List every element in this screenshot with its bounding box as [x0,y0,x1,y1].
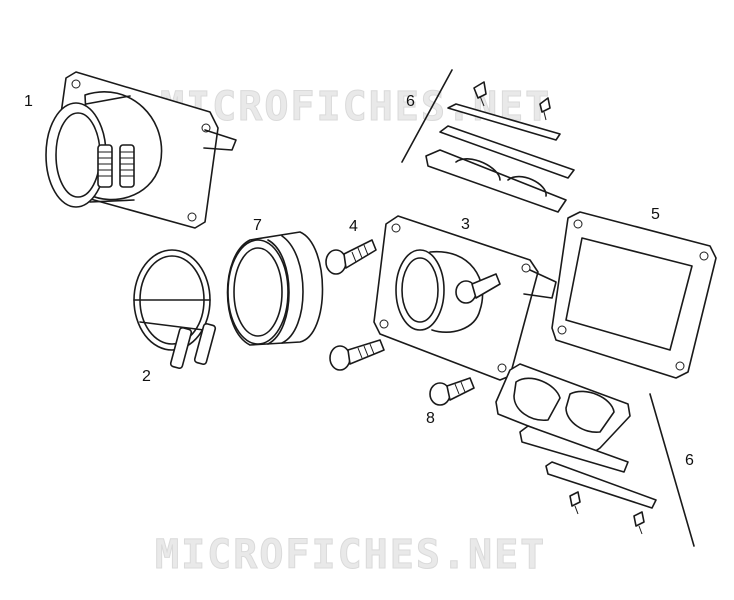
callout-3: 3 [461,216,470,233]
watermark-bottom: MICROFICHES.NET [155,532,546,578]
part-8-bolt [429,377,475,406]
callout-6-top: 6 [406,93,415,110]
part-2-hose-clamp [133,249,217,369]
part-4-bolt [325,239,377,275]
callout-1: 1 [24,93,33,110]
callout-4: 4 [349,218,358,235]
callout-2: 2 [142,368,151,385]
callout-6-bottom: 6 [685,452,694,469]
watermark-top: MICROFICHES.NET [160,84,551,130]
part-3-manifold [373,215,557,381]
callout-7: 7 [253,217,262,234]
callout-5: 5 [651,206,660,223]
part-1-intake-flange [45,71,237,229]
part-5-gasket [551,211,717,379]
part-7-rubber-boot [226,231,324,346]
part-6-reed-set-bottom [495,363,695,547]
bolt-lower [329,339,385,371]
callout-8: 8 [426,410,435,427]
part-6-reed-set-top [401,69,575,213]
